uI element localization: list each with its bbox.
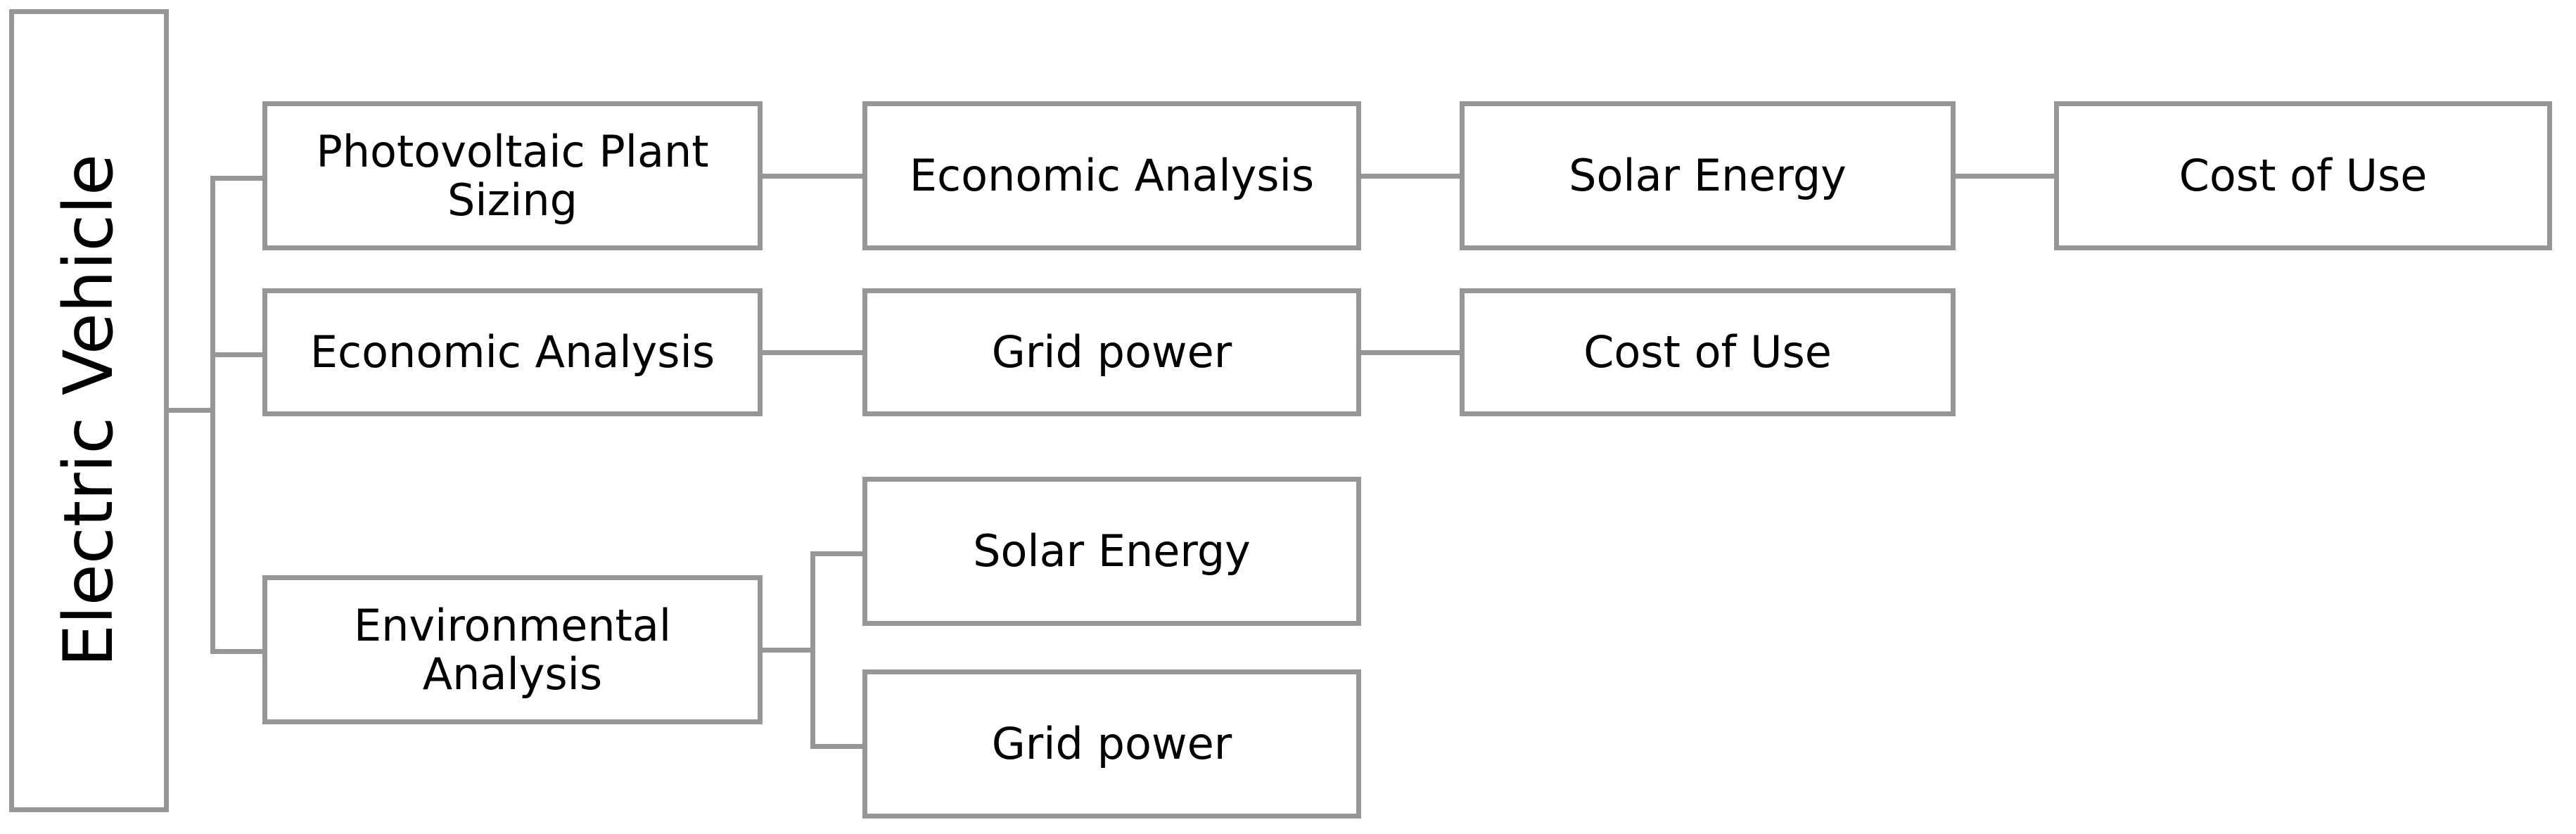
connector-solar-to-cost [1956,174,2054,179]
node-grid-power-level2[interactable]: Grid power [862,288,1361,416]
node-photovoltaic-plant-sizing-label: Photovoltaic Plant Sizing [316,125,709,226]
connector-root-arm-2 [210,352,264,357]
node-grid-power-level2-label: Grid power [991,326,1232,378]
node-solar-energy-level3-label: Solar Energy [1569,150,1847,202]
node-economic-analysis-level2-label: Economic Analysis [909,150,1315,202]
node-electric-vehicle[interactable]: Electric Vehicle [9,9,169,812]
node-solar-energy-level3[interactable]: Solar Energy [1460,101,1956,250]
node-environmental-analysis-label: Environmental Analysis [353,599,672,700]
connector-root-spine [210,176,215,654]
connector-economic-to-solar [1361,174,1460,179]
connector-pv-to-economic [763,174,862,179]
node-environmental-analysis[interactable]: Environmental Analysis [262,575,763,724]
node-economic-analysis-level1[interactable]: Economic Analysis [262,288,763,416]
node-solar-energy-level2[interactable]: Solar Energy [862,477,1361,626]
node-grid-power-level2b[interactable]: Grid power [862,669,1361,819]
node-cost-of-use-level3[interactable]: Cost of Use [1460,288,1956,416]
connector-environmental-arm-grid [810,744,862,749]
node-cost-of-use-level4-label: Cost of Use [2179,150,2428,202]
node-cost-of-use-level4[interactable]: Cost of Use [2054,101,2552,250]
node-solar-energy-level2-label: Solar Energy [973,525,1251,577]
connector-environmental-arm-solar [810,551,862,556]
node-economic-analysis-level2[interactable]: Economic Analysis [862,101,1361,250]
node-cost-of-use-level3-label: Cost of Use [1583,326,1832,378]
node-photovoltaic-plant-sizing[interactable]: Photovoltaic Plant Sizing [262,101,763,250]
connector-grid-to-cost [1361,350,1460,355]
connector-root-arm-3 [210,649,264,654]
connector-economic-to-grid [763,350,862,355]
node-electric-vehicle-label: Electric Vehicle [49,154,128,667]
connector-environmental-stub [763,648,815,653]
node-grid-power-level2b-label: Grid power [991,718,1232,770]
connector-root-stub [169,408,215,413]
node-economic-analysis-level1-label: Economic Analysis [310,326,715,378]
connector-environmental-spine [810,551,815,749]
connector-root-arm-1 [210,176,264,181]
